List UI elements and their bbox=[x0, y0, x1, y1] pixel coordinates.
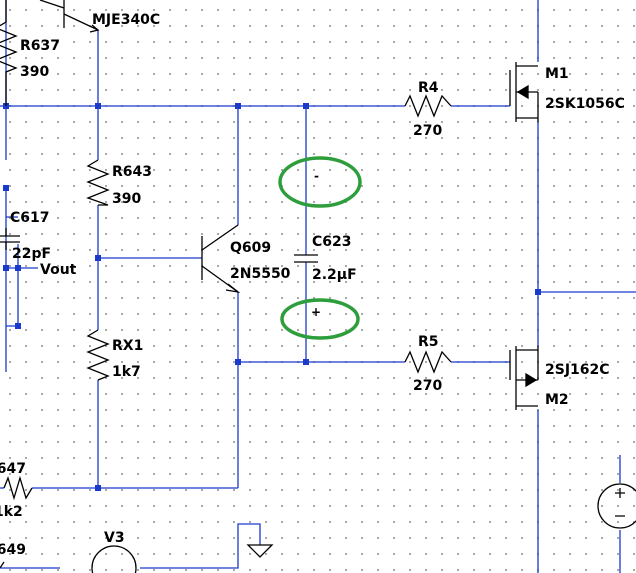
resistor-r647 bbox=[3, 475, 33, 501]
polarity-minus: - bbox=[314, 169, 319, 183]
junction-dot bbox=[95, 255, 101, 261]
label-r5: R5 bbox=[418, 334, 439, 350]
transistor-mje340c bbox=[39, 0, 100, 33]
resistor-rx1 bbox=[86, 329, 110, 381]
label-r5-value: 270 bbox=[413, 378, 442, 394]
junction-dot bbox=[235, 103, 241, 109]
label-r649: R649 bbox=[0, 542, 26, 558]
label-c617-value: 22pF bbox=[12, 246, 51, 262]
label-c623: C623 bbox=[312, 234, 352, 250]
voltage-source-right bbox=[597, 483, 636, 529]
label-m1: M1 bbox=[545, 66, 569, 82]
label-r4: R4 bbox=[418, 80, 439, 96]
label-r637: R637 bbox=[20, 38, 60, 54]
junction-dot bbox=[3, 265, 9, 271]
label-r643-value: 390 bbox=[112, 191, 141, 207]
resistor-r637 bbox=[0, 0, 18, 106]
capacitor-c623 bbox=[294, 254, 318, 263]
junction-dot bbox=[95, 103, 101, 109]
mosfet-m1 bbox=[509, 62, 539, 122]
junction-dot bbox=[303, 359, 309, 365]
wire-c617 bbox=[6, 216, 38, 327]
polarity-plus: + bbox=[311, 305, 321, 319]
label-q609-part: 2N5550 bbox=[230, 266, 291, 282]
junction-dot bbox=[535, 289, 541, 295]
label-r637-value: 390 bbox=[20, 64, 49, 80]
voltage-source-v3 bbox=[91, 545, 137, 573]
label-rx1-value: 1k7 bbox=[112, 364, 141, 380]
resistor-r4 bbox=[404, 94, 452, 118]
resistor-r5 bbox=[404, 350, 452, 374]
junction-dot bbox=[15, 323, 21, 329]
junction-dot bbox=[15, 265, 21, 271]
label-c623-value: 2.2µF bbox=[312, 267, 357, 283]
junction-dot bbox=[235, 359, 241, 365]
label-m2: M2 bbox=[545, 392, 569, 408]
label-c617: C617 bbox=[10, 210, 50, 226]
junctions bbox=[3, 103, 541, 491]
mosfet-m2 bbox=[509, 346, 539, 410]
label-r4-value: 270 bbox=[413, 123, 442, 139]
junction-dot bbox=[303, 103, 309, 109]
label-r643: R643 bbox=[112, 164, 152, 180]
label-vout: Vout bbox=[40, 262, 77, 278]
highlight-minus-ellipse bbox=[278, 156, 362, 208]
label-r647-value: 1k2 bbox=[0, 504, 23, 520]
transistor-q609 bbox=[201, 224, 241, 294]
junction-dot bbox=[3, 185, 9, 191]
label-rx1: RX1 bbox=[112, 338, 143, 354]
resistor-r649 bbox=[0, 561, 5, 569]
label-v3: V3 bbox=[104, 530, 125, 546]
label-mje340c: MJE340C bbox=[92, 12, 160, 28]
wire-v3 bbox=[0, 523, 261, 569]
label-m2-part: 2SJ162C bbox=[545, 362, 610, 378]
ground-icon bbox=[246, 544, 274, 558]
capacitor-c617 bbox=[0, 228, 20, 250]
label-r647: R647 bbox=[0, 461, 26, 477]
label-m1-part: 2SK1056C bbox=[545, 96, 625, 112]
label-q609: Q609 bbox=[230, 240, 271, 256]
highlight-plus-ellipse bbox=[280, 298, 360, 340]
resistor-r643 bbox=[86, 159, 110, 206]
junction-dot bbox=[95, 485, 101, 491]
